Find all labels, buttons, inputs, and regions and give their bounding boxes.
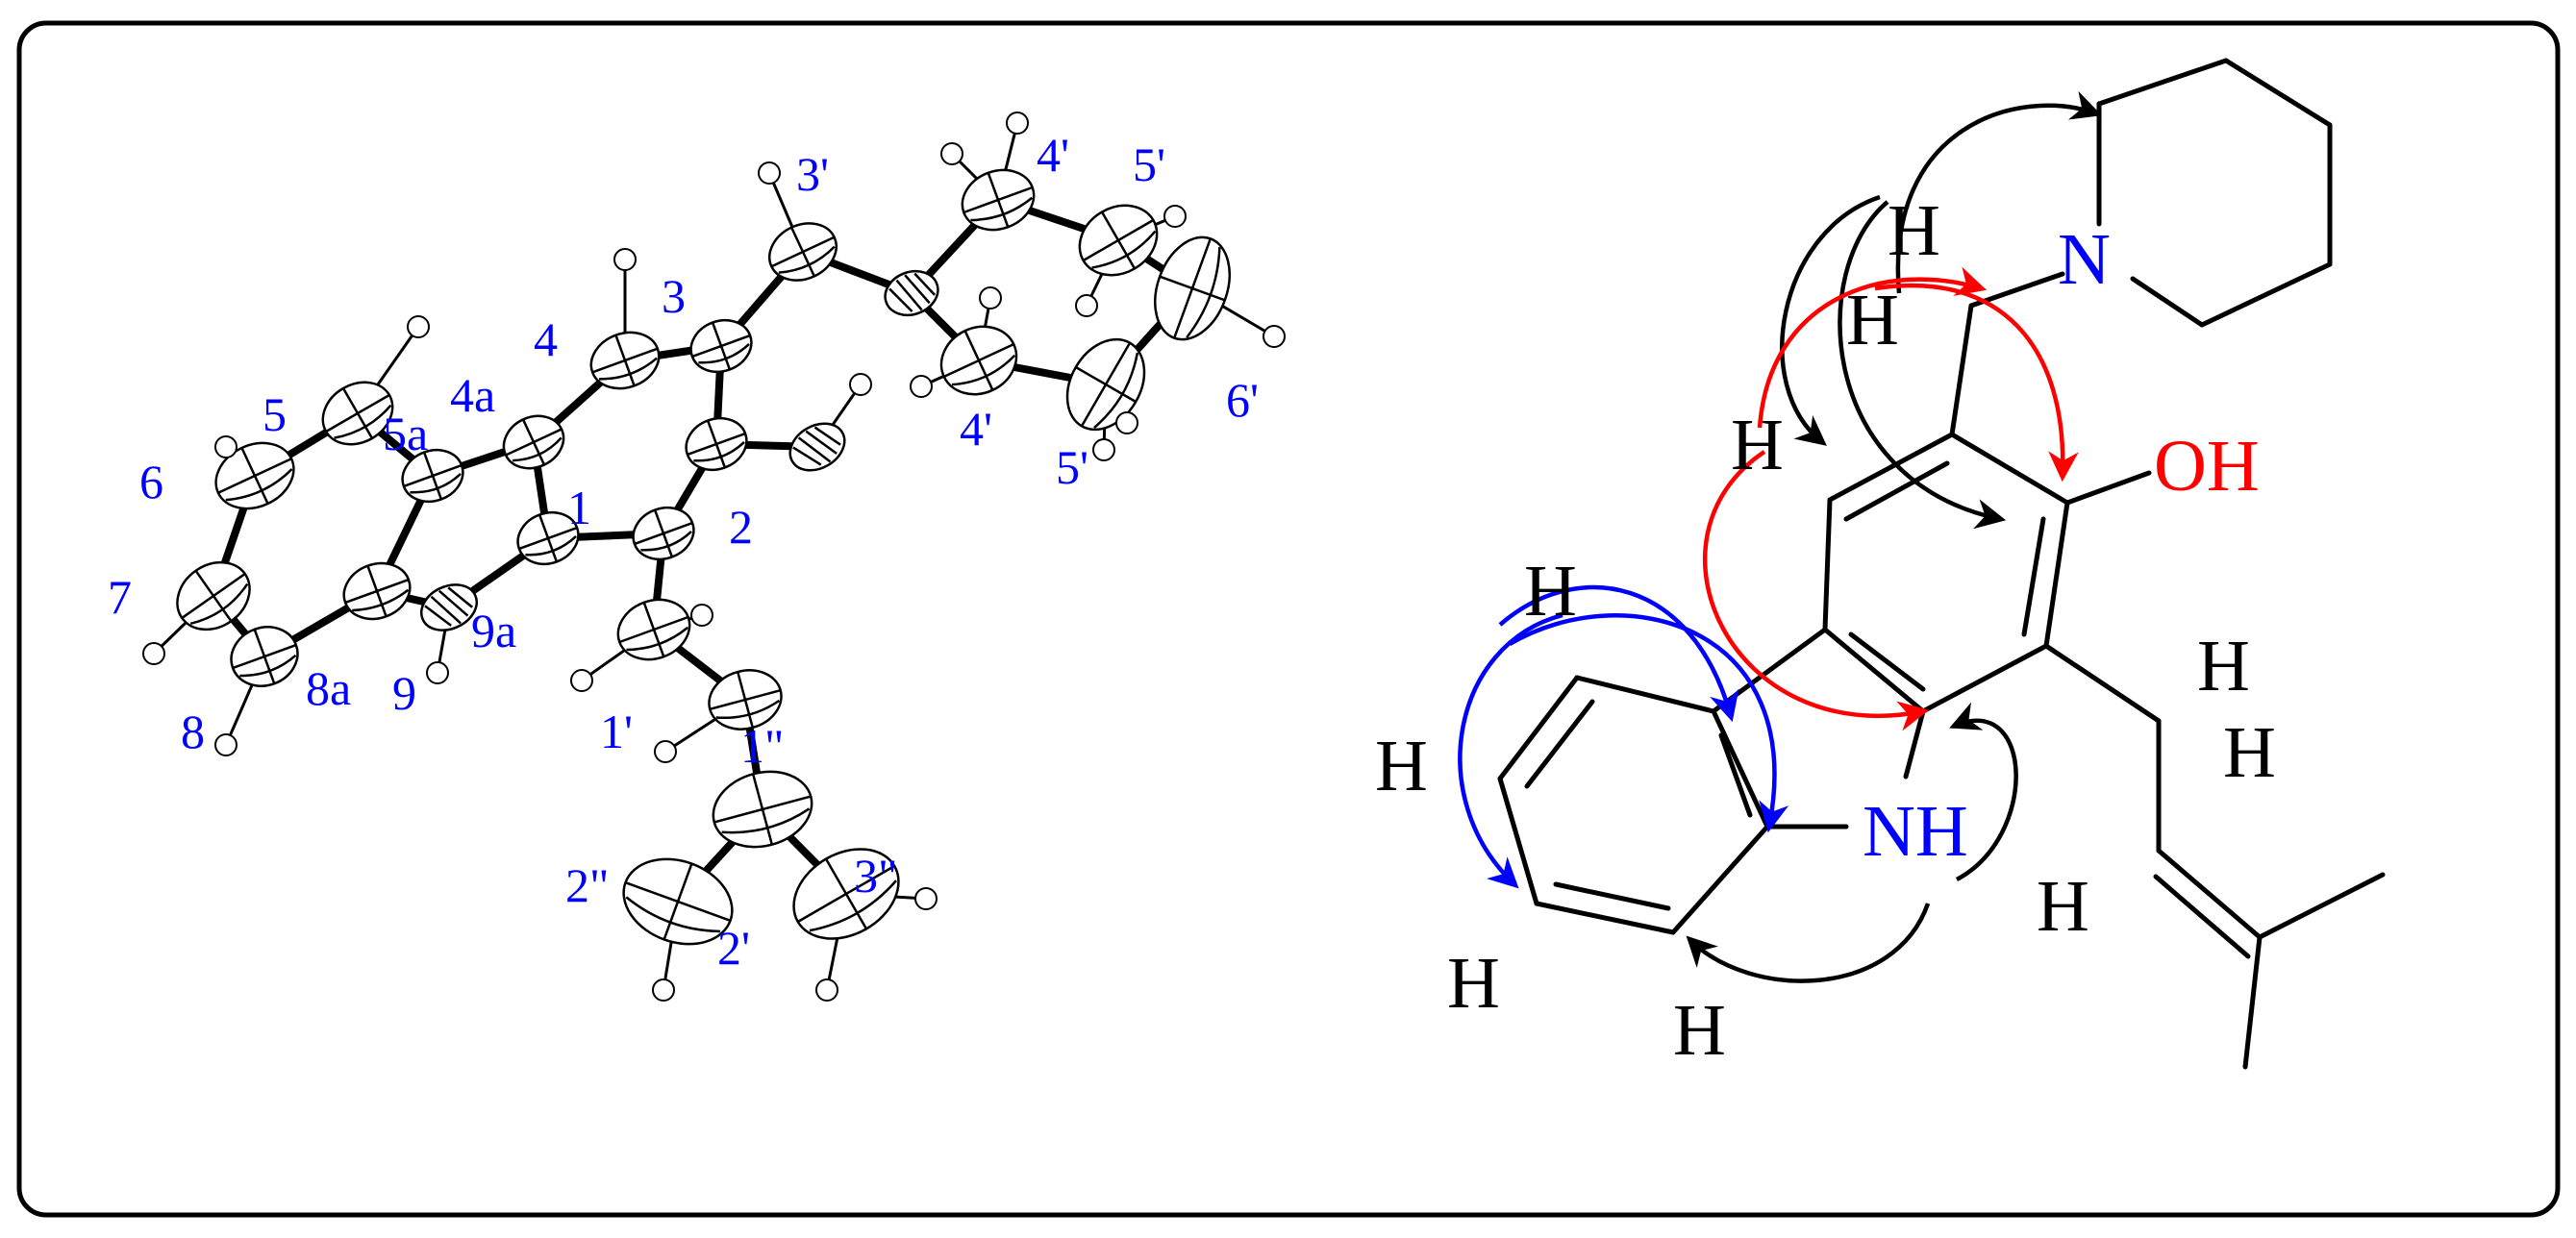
black-arrow-nh [1949,702,2018,881]
hydroxyl-label: OH [2154,426,2260,507]
atom-label-5: 5 [263,387,287,441]
figure-frame [16,20,2561,1218]
atom-label-2-prime: 2' [717,921,750,975]
red-arrow-oh [1874,283,2079,483]
correlation-arrows [1458,90,2102,983]
atom-label-4-prime-top: 4' [1037,128,1069,182]
atom-label-9: 9 [392,666,416,720]
chem-labels: N OH NH H H H H H H H H H H [1375,190,2276,1071]
crystal-structure: 1 2 3 4 4a 5 5a 6 7 8 8a 9 9a 1' 1" 2' 2… [108,111,1286,1002]
chemical-structure: N OH NH H H H H H H H H H H [1375,58,2386,1071]
blue-arrow-left [1458,612,1563,889]
h-label-7: H [1447,943,1500,1024]
atom-label-7: 7 [108,570,132,624]
atom-label-4a: 4a [450,368,495,422]
atom-label-3-prime: 3' [796,147,829,201]
black-arrow-h2-to-c [1838,200,2007,530]
atom-label-4: 4 [534,312,558,366]
black-arrow-piperidine [1895,90,2102,294]
atom-label-5-prime-top: 5' [1133,137,1165,191]
h-label-5: H [1524,551,1577,631]
chem-bonds [1497,58,2386,1070]
ortep-atom-labels: 1 2 3 4 4a 5 5a 6 7 8 8a 9 9a 1' 1" 2' 2… [108,128,1259,975]
atom-label-3-dprime: 3" [854,849,897,903]
atom-label-1: 1 [567,481,591,534]
atom-label-4-prime-bottom: 4' [960,402,992,456]
atom-label-1-prime: 1' [600,705,633,758]
h-label-ch2-prenyl-b: H [2223,712,2276,793]
black-arrow-bottom [1686,903,1931,983]
red-arrow-top [1757,266,1988,429]
ortep-bonds [210,196,1196,905]
h-label-ch2-prenyl-a: H [2197,626,2250,706]
h-label-aromatic-4: H [1731,405,1784,485]
atom-label-9a: 9a [471,604,516,657]
ortep-hydrogen-atoms [142,111,1286,1002]
atom-label-3: 3 [662,269,686,323]
ortep-ellipsoids [176,168,1231,946]
blue-arrow-top [1498,584,1739,723]
h-label-6: H [1375,726,1428,806]
red-arrow-loop [1702,450,1930,731]
h-label-ch2-a: H [1888,190,1940,271]
blue-arrow-nh [1508,613,1789,833]
atom-label-6: 6 [139,455,163,508]
atom-label-8: 8 [181,705,205,758]
atom-label-2-dprime: 2" [565,858,609,912]
ortep-hatched-ellipsoids [420,269,939,631]
atom-label-2: 2 [729,500,753,554]
atom-label-5-prime-bottom: 5' [1056,440,1088,494]
h-label-ch2-b: H [1846,280,1899,360]
h-label-8: H [1673,990,1726,1071]
nitrogen-label: N [2058,219,2111,300]
black-arrow-h-to-c [1780,194,1881,446]
atom-label-5a: 5a [383,407,428,460]
atom-label-8a: 8a [306,661,351,715]
h-label-vinyl: H [2037,866,2089,947]
amine-label: NH [1863,791,1968,872]
atom-label-1-dprime: 1" [740,719,784,773]
atom-label-6-prime: 6' [1226,373,1259,427]
